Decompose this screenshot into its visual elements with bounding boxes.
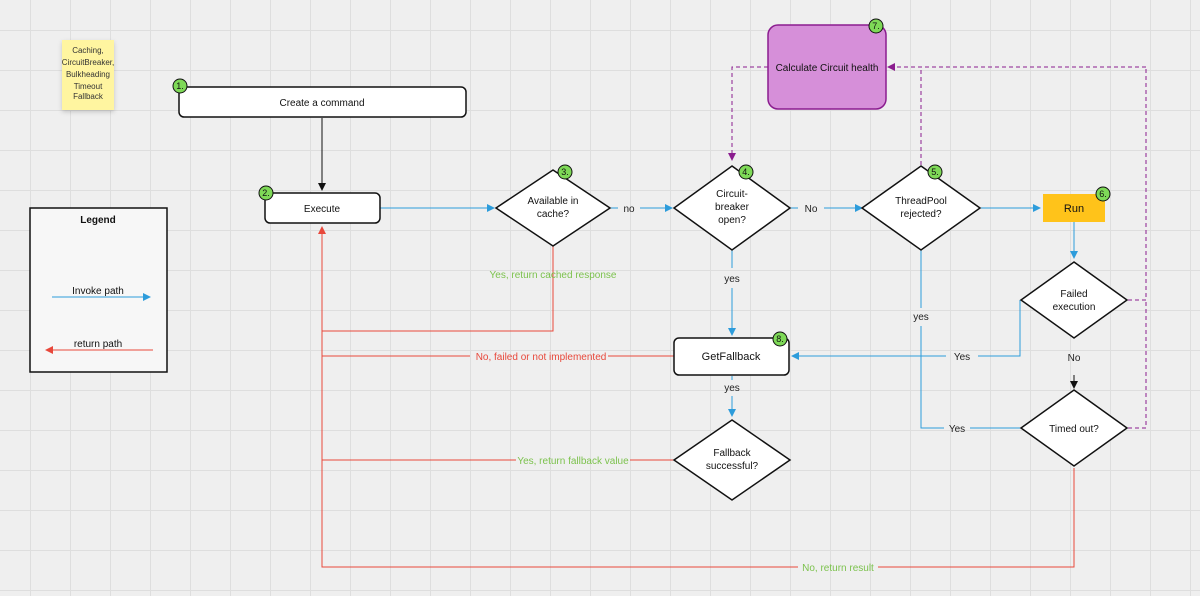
node-failed-line2: execution bbox=[1053, 302, 1096, 313]
badge-3-text: 3. bbox=[561, 167, 569, 177]
node-threadpool-line2: rejected? bbox=[900, 209, 942, 220]
node-execute: Execute 2. bbox=[258, 185, 381, 224]
node-circuit-health: Calculate Circuit health 7. bbox=[767, 18, 887, 110]
node-failed-line1: Failed bbox=[1060, 289, 1087, 300]
edge-failed-health bbox=[1128, 67, 1147, 301]
legend-return-label: return path bbox=[74, 339, 122, 350]
node-circuit-line3: open? bbox=[718, 215, 746, 226]
label-no-failed: No bbox=[1068, 353, 1081, 364]
node-fallback-ok-line1: Fallback bbox=[713, 448, 751, 459]
sticky-line-5: Fallback bbox=[73, 92, 104, 101]
node-getfallback-label: GetFallback bbox=[702, 351, 761, 363]
node-execute-label: Execute bbox=[304, 204, 341, 215]
badge-5 bbox=[927, 164, 943, 180]
badge-8 bbox=[772, 331, 788, 347]
node-cache-decision: Available in cache? 3. bbox=[494, 164, 612, 247]
edge-result-a bbox=[878, 468, 1075, 568]
badge-6 bbox=[1095, 186, 1111, 202]
node-threadpool-decision: ThreadPool rejected? 5. bbox=[860, 164, 982, 251]
node-create-command: Create a command 1. bbox=[172, 78, 467, 118]
node-threadpool-line1: ThreadPool bbox=[895, 196, 947, 207]
sticky-line-4: Timeout bbox=[74, 82, 103, 91]
node-health-label: Calculate Circuit health bbox=[776, 63, 879, 74]
badge-4-text: 4. bbox=[742, 167, 750, 177]
label-no-fallback: No, failed or not implemented bbox=[476, 352, 607, 363]
edge-failed-fallback-a bbox=[978, 300, 1021, 357]
node-timedout-decision: Timed out? bbox=[1019, 389, 1129, 467]
badge-2 bbox=[258, 185, 274, 201]
badge-6-text: 6. bbox=[1099, 189, 1107, 199]
node-timedout-label: Timed out? bbox=[1049, 424, 1099, 435]
node-circuit-line2: breaker bbox=[715, 202, 750, 213]
node-cache-line1: Available in bbox=[528, 196, 579, 207]
badge-5-text: 5. bbox=[931, 167, 939, 177]
sticky-note: Caching, CircuitBreaker, Bulkheading Tim… bbox=[62, 40, 114, 110]
node-getfallback: GetFallback 8. bbox=[673, 331, 790, 376]
node-fallback-ok-decision: Fallback successful? bbox=[672, 419, 792, 501]
edge-health-circuit bbox=[728, 66, 768, 161]
label-yes-fallback-value: Yes, return fallback value bbox=[517, 456, 629, 467]
node-failed-decision: Failed execution bbox=[1019, 261, 1129, 339]
node-run-label: Run bbox=[1064, 203, 1084, 215]
badge-8-text: 8. bbox=[776, 334, 784, 344]
label-no-return-result: No, return result bbox=[802, 563, 874, 574]
badge-3 bbox=[557, 164, 573, 180]
badge-7-text: 7. bbox=[872, 21, 880, 31]
badge-7 bbox=[868, 18, 884, 34]
label-yes-getfallback: yes bbox=[724, 383, 740, 394]
label-yes-threadpool: yes bbox=[913, 312, 929, 323]
badge-1 bbox=[172, 78, 188, 94]
legend: Legend Invoke path return path bbox=[29, 207, 168, 373]
edge-result-b bbox=[318, 226, 798, 568]
label-yes-timedout: Yes bbox=[949, 424, 965, 435]
label-yes-circuit: yes bbox=[724, 274, 740, 285]
label-yes-failed: Yes bbox=[954, 352, 970, 363]
edge-cache-return bbox=[322, 246, 554, 332]
node-cache-line2: cache? bbox=[537, 209, 570, 220]
label-no-cache: no bbox=[623, 204, 635, 215]
badge-1-text: 1. bbox=[176, 81, 184, 91]
edge-timedout-health bbox=[1128, 300, 1147, 429]
node-fallback-ok-line2: successful? bbox=[706, 461, 759, 472]
edge-threadpool-fallback-b bbox=[920, 326, 944, 429]
sticky-line-3: Bulkheading bbox=[66, 70, 110, 79]
node-run: Run 6. bbox=[1043, 186, 1111, 222]
legend-invoke-label: Invoke path bbox=[72, 286, 124, 297]
label-no-circuit: No bbox=[805, 204, 818, 215]
label-yes-cached: Yes, return cached response bbox=[490, 270, 617, 281]
node-circuit-decision: Circuit- breaker open? 4. bbox=[672, 164, 792, 251]
sticky-line-1: Caching, bbox=[72, 46, 104, 55]
sticky-line-2: CircuitBreaker, bbox=[62, 58, 114, 67]
badge-4 bbox=[738, 164, 754, 180]
node-circuit-line1: Circuit- bbox=[716, 189, 748, 200]
badge-2-text: 2. bbox=[262, 188, 270, 198]
legend-title: Legend bbox=[80, 215, 116, 226]
node-create-command-label: Create a command bbox=[279, 98, 364, 109]
